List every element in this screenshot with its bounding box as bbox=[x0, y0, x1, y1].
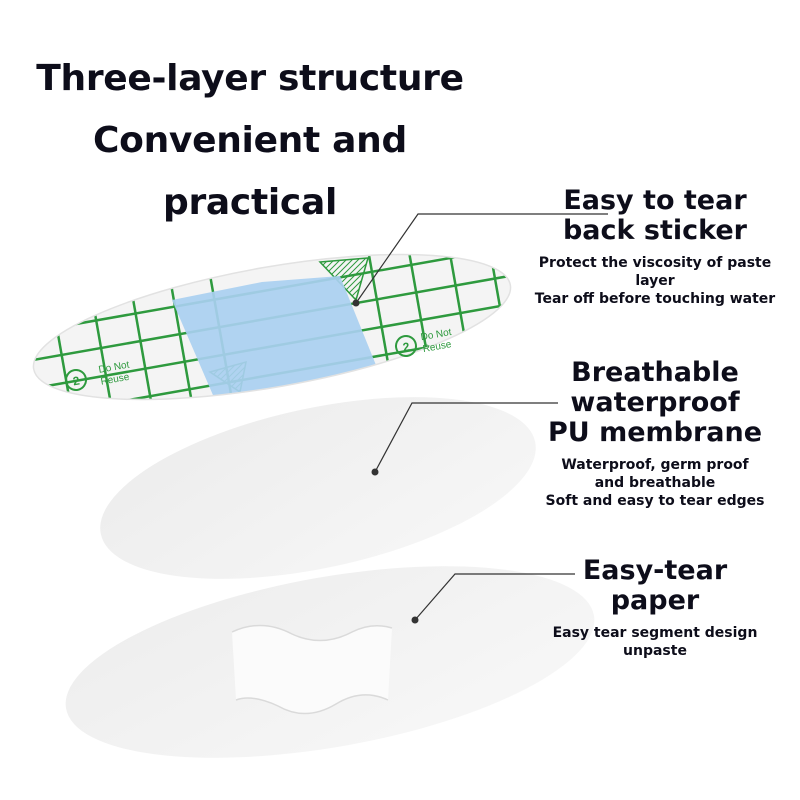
layer-heading-line: waterproof bbox=[570, 387, 740, 418]
layer-description-line: Soft and easy to tear edges bbox=[545, 493, 765, 509]
no-reuse-text-2: Reuse bbox=[100, 372, 131, 388]
layer-description: Waterproof, germ proof and breathable So… bbox=[520, 456, 790, 510]
layer-label-pu-membrane: Breathable waterproof PU membrane Waterp… bbox=[520, 358, 790, 510]
no-reuse-print-right: 2 Do Not Reuse bbox=[395, 327, 453, 357]
no-reuse-text-2: Reuse bbox=[422, 339, 453, 355]
layer-label-back-sticker: Easy to tear back sticker Protect the vi… bbox=[520, 186, 790, 308]
leader-line-easy-tear-paper bbox=[414, 573, 575, 621]
main-title: Three-layer structure Convenient and pra… bbox=[30, 48, 470, 234]
leader-dot-easy-tear-paper bbox=[411, 616, 419, 624]
layer-description-line: unpaste bbox=[623, 643, 687, 659]
no-reuse-number: 2 bbox=[72, 373, 81, 388]
layer-description: Easy tear segment design unpaste bbox=[520, 624, 790, 660]
layer-heading-line: back sticker bbox=[562, 215, 747, 246]
layer-heading-line: Easy-tear bbox=[582, 555, 728, 586]
no-reuse-number: 2 bbox=[402, 339, 411, 354]
layer-heading-line: Breathable bbox=[571, 357, 739, 388]
main-title-line-3: practical bbox=[163, 182, 337, 223]
layer-heading: Breathable waterproof PU membrane bbox=[520, 358, 790, 448]
leader-dot-pu-membrane bbox=[371, 468, 379, 476]
easy-tear-paper-layer bbox=[65, 566, 595, 758]
leader-lines bbox=[355, 213, 608, 621]
main-title-line-1: Three-layer structure bbox=[36, 58, 464, 99]
layer-description-line: layer bbox=[635, 273, 675, 289]
layer-heading: Easy to tear back sticker bbox=[520, 186, 790, 246]
layer-heading: Easy-tear paper bbox=[520, 556, 790, 616]
layer-heading-line: PU membrane bbox=[547, 417, 763, 448]
layer-description: Protect the viscosity of paste layer Tea… bbox=[520, 254, 790, 308]
layer-description-line: Waterproof, germ proof bbox=[561, 457, 749, 473]
layer-heading-line: paper bbox=[610, 585, 700, 616]
no-reuse-text-1: Do Not bbox=[420, 327, 453, 343]
leader-line-back-sticker bbox=[355, 213, 608, 304]
main-title-line-2: Convenient and bbox=[93, 120, 407, 161]
layer-description-line: Protect the viscosity of paste bbox=[538, 255, 772, 271]
layer-heading-line: Easy to tear bbox=[563, 185, 747, 216]
layer-label-easy-tear-paper: Easy-tear paper Easy tear segment design… bbox=[520, 556, 790, 660]
no-reuse-print-left: 2 Do Not Reuse bbox=[65, 360, 131, 391]
leader-dot-back-sticker bbox=[352, 299, 360, 307]
layer-description-line: Easy tear segment design bbox=[552, 625, 758, 641]
pu-membrane-layer bbox=[100, 397, 536, 579]
no-reuse-text-1: Do Not bbox=[98, 360, 131, 376]
leader-line-pu-membrane bbox=[374, 402, 558, 473]
layer-description-line: and breathable bbox=[594, 475, 716, 491]
layer-description-line: Tear off before touching water bbox=[534, 291, 776, 307]
